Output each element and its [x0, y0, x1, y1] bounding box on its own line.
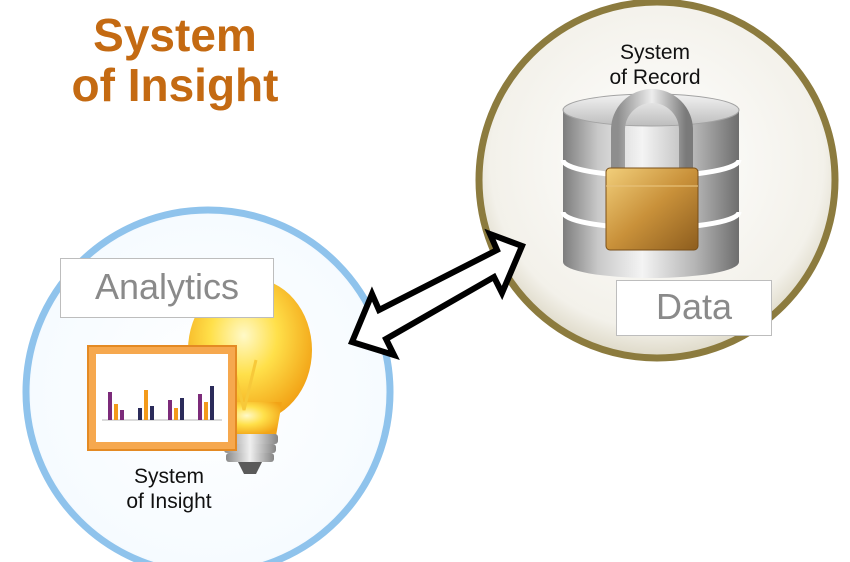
bar-chart-icon — [87, 345, 237, 451]
chart-panel — [96, 354, 228, 442]
analytics-label-box: Analytics — [60, 258, 274, 318]
title-line-1: System — [93, 9, 257, 61]
chart-bar — [210, 386, 214, 420]
chart-bar — [114, 404, 118, 420]
insight-caption: System of Insight — [104, 464, 234, 514]
chart-bar — [168, 400, 172, 420]
chart-bar — [120, 410, 124, 420]
insight-caption-line-1: System — [133, 465, 204, 488]
chart-bar — [198, 394, 202, 420]
data-label-box: Data — [616, 280, 772, 336]
system-of-record-circle — [475, 0, 839, 362]
double-arrow-icon — [347, 228, 526, 360]
chart-bar — [180, 398, 184, 420]
title-line-2: of Insight — [71, 59, 279, 111]
record-caption-line-1: System — [619, 41, 690, 64]
chart-bar — [204, 402, 208, 420]
record-caption: System of Record — [580, 40, 730, 90]
record-caption-line-2: of Record — [609, 66, 701, 89]
chart-bar — [150, 406, 154, 420]
database-lock-icon — [560, 89, 742, 278]
chart-bar — [144, 390, 148, 420]
chart-bar — [108, 392, 112, 420]
chart-bars — [108, 386, 214, 420]
chart-bar — [174, 408, 178, 420]
page-title: System of Insight — [40, 10, 310, 110]
chart-bar — [138, 408, 142, 420]
insight-caption-line-2: of Insight — [126, 490, 212, 513]
